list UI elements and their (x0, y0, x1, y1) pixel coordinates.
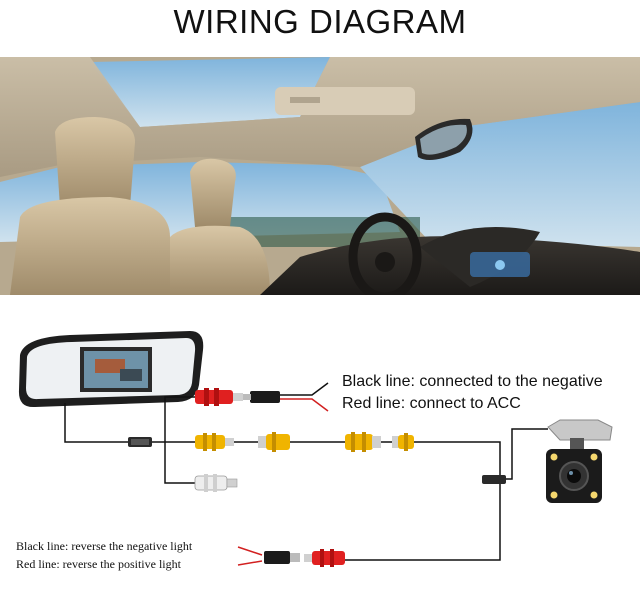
rca-yellow-video-plug-icon (258, 432, 290, 452)
red-wires (237, 398, 329, 566)
rca-white-connector-icon (194, 474, 238, 492)
rearview-mirror-monitor-icon (18, 331, 204, 408)
rca-yellow-video-connector-icon (195, 433, 234, 451)
rca-yellow-camera-connector-icon (392, 433, 414, 451)
reverse-black-line-label: Black line: reverse the negative light (16, 539, 193, 553)
diagram-title: WIRING DIAGRAM (173, 3, 467, 40)
backup-camera-icon (546, 419, 613, 503)
reverse-light-connector-icon (264, 549, 345, 567)
reverse-red-line-label: Red line: reverse the positive light (16, 557, 181, 571)
inline-connector-icon (128, 437, 152, 447)
car-interior-photo (0, 57, 640, 295)
wires (64, 382, 548, 561)
wiring-schematic (18, 331, 613, 567)
rca-red-power-connector-icon (195, 388, 280, 406)
power-black-line-label: Black line: connected to the negative (342, 373, 603, 390)
camera-cable-joint-icon (482, 475, 506, 484)
rca-yellow-extension-plug-icon (345, 432, 381, 452)
power-red-line-label: Red line: connect to ACC (342, 395, 521, 412)
